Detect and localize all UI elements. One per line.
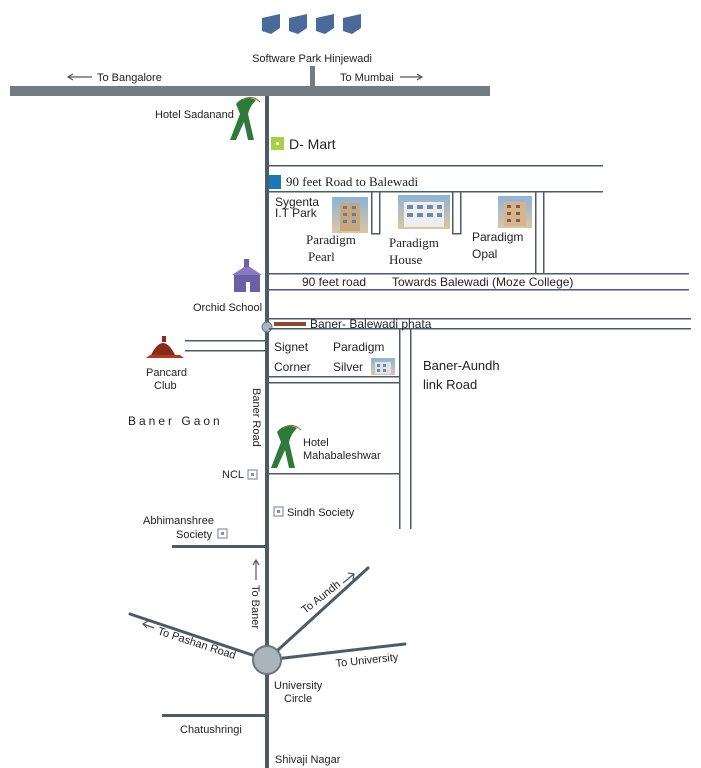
university-label-1: University — [274, 680, 323, 692]
arrow-left-icon — [66, 73, 92, 81]
phata-marker — [274, 322, 306, 326]
abhimanshree-label-2: Society — [176, 529, 213, 541]
road-90ft-moze-college — [269, 273, 689, 291]
paradigm-silver-building-icon — [371, 358, 395, 375]
road-90ft-to-balewadi — [269, 165, 603, 193]
hotel-sadanand-label: Hotel Sadanand — [155, 109, 234, 121]
paradigm-house-label-1: Paradigm — [389, 235, 439, 250]
arrow-up-icon — [252, 558, 260, 580]
sygenta-label-1: Sygenta — [275, 195, 319, 209]
signet-label-1: Signet — [274, 340, 309, 354]
paradigm-house-building-icon — [398, 195, 450, 229]
d-mart-label: D- Mart — [289, 136, 336, 152]
baner-aundh-label-1: Baner-Aundh — [423, 358, 500, 373]
arrow-up-right-icon — [342, 572, 355, 584]
abhimanshree-road — [172, 545, 265, 548]
university-label-2: Circle — [284, 693, 312, 705]
to-university-label: To University — [335, 651, 399, 670]
baner-aundh-link-road — [399, 329, 412, 529]
baner-road-main — [265, 96, 269, 768]
orchid-school-icon — [232, 259, 262, 292]
inner-lanes — [371, 192, 545, 273]
baner-gaon-label: Baner Gaon — [128, 414, 223, 428]
sindh-society-label: Sindh Society — [287, 507, 355, 519]
baner-road-label: Baner Road — [250, 388, 262, 447]
signet-corner-block — [269, 376, 399, 384]
to-mumbai-label: To Mumbai — [340, 72, 394, 84]
software-park-logo — [262, 14, 361, 34]
hotel-mahabaleshwar-label-1: Hotel — [303, 437, 329, 449]
sindh-society-marker-icon — [273, 506, 284, 517]
paradigm-house-label-2: House — [389, 252, 422, 267]
pancard-club-road — [185, 340, 265, 352]
arrow-up-left-icon — [142, 620, 155, 629]
signet-label-2: Corner — [274, 360, 311, 374]
hotel-mahabaleshwar-logo-icon — [271, 424, 302, 468]
paradigm-opal-label-1: Paradigm — [472, 230, 523, 244]
towards-balewadi-label: Towards Balewadi (Moze College) — [392, 275, 573, 289]
highway — [10, 66, 490, 96]
road-90ft-label: 90 feet road — [302, 275, 366, 289]
sygenta-label-2: I.T Park — [275, 206, 318, 220]
paradigm-pearl-label-1: Paradigm — [306, 232, 356, 247]
chatushringi-road — [162, 714, 265, 717]
paradigm-opal-building-icon — [498, 196, 532, 228]
paradigm-pearl-label-2: Pearl — [308, 249, 335, 264]
paradigm-opal-label-2: Opal — [472, 247, 497, 261]
orchid-school-label: Orchid School — [193, 302, 262, 314]
chatushringi-label: Chatushringi — [180, 724, 242, 736]
baner-balewadi-phata-road — [269, 318, 691, 330]
abhimanshree-marker-icon — [217, 528, 228, 539]
arrow-right-icon — [400, 73, 424, 81]
pancard-label-1: Pancard — [146, 367, 187, 379]
hotel-sadanand-logo-icon — [230, 96, 261, 140]
paradigm-silver-label-1: Paradigm — [333, 340, 384, 354]
baner-aundh-label-2: link Road — [423, 377, 477, 392]
paradigm-pearl-building-icon — [332, 197, 368, 233]
baner-balewadi-phata-label: Baner- Balewadi phata — [310, 317, 432, 331]
sindh-society-road — [269, 473, 399, 475]
paradigm-silver-label-2: Silver — [333, 360, 363, 374]
balewadi-marker — [269, 175, 281, 189]
abhimanshree-label-1: Abhimanshree — [143, 515, 214, 527]
university-circle-roads — [128, 566, 407, 662]
hotel-mahabaleshwar-label-2: Mahabaleshwar — [303, 450, 381, 462]
road-90ft-balewadi-label: 90 feet Road to Balewadi — [286, 174, 419, 189]
ncl-marker-icon — [247, 469, 258, 480]
to-baner-label: To Baner — [249, 585, 261, 629]
university-circle-icon — [252, 645, 282, 675]
highway-bar — [10, 86, 490, 96]
to-bangalore-label: To Bangalore — [97, 72, 162, 84]
pancard-label-2: Club — [154, 380, 177, 392]
software-park-label: Software Park Hinjewadi — [252, 53, 372, 65]
junction-dot — [261, 321, 273, 333]
to-pashan-label: To Pashan Road — [156, 625, 237, 662]
shivaji-nagar-label: Shivaji Nagar — [275, 754, 341, 766]
hinjewadi-connector — [310, 66, 315, 86]
pancard-club-icon — [146, 336, 184, 358]
ncl-label: NCL — [222, 469, 244, 481]
